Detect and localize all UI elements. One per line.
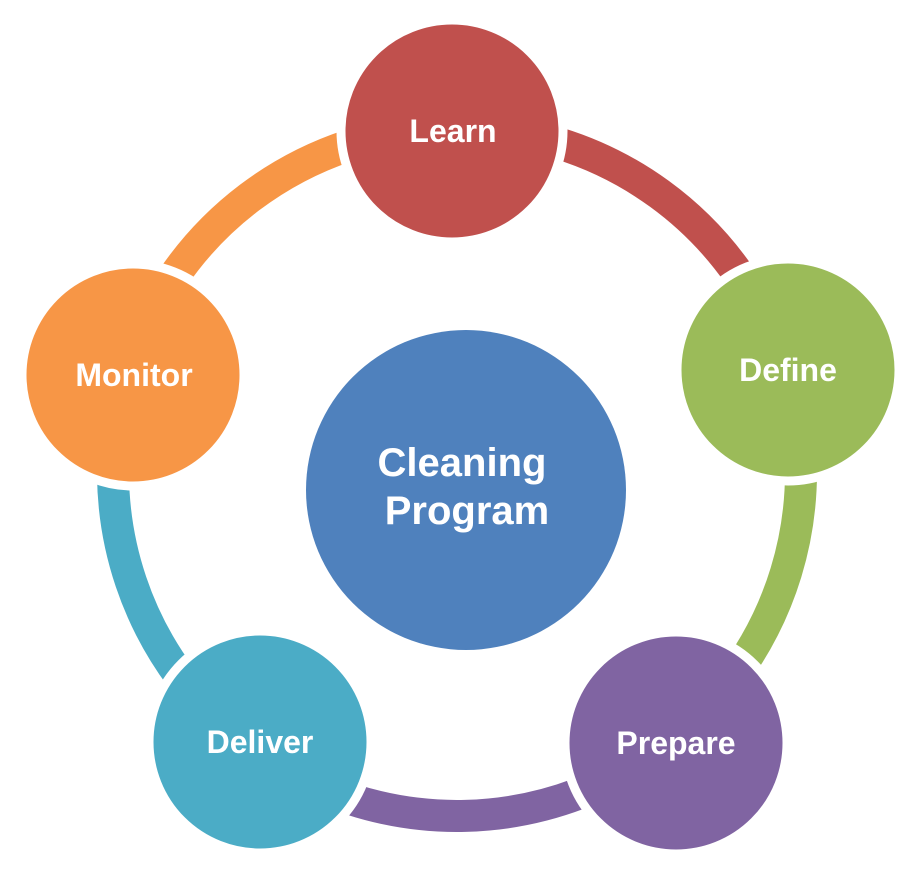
node-monitor-circle bbox=[17, 259, 249, 491]
node-deliver: Deliver bbox=[144, 626, 376, 858]
node-monitor-label: Monitor bbox=[75, 357, 192, 393]
center-label-line2: Program bbox=[385, 489, 550, 533]
node-deliver-label: Deliver bbox=[207, 724, 314, 760]
node-prepare-circle bbox=[560, 627, 792, 859]
center-label-line1: Cleaning bbox=[378, 441, 547, 485]
node-deliver-circle bbox=[144, 626, 376, 858]
center-node: Cleaning Program bbox=[306, 330, 626, 650]
node-define-circle bbox=[672, 254, 904, 486]
node-learn-circle bbox=[336, 15, 568, 247]
node-define: Define bbox=[672, 254, 904, 486]
node-prepare: Prepare bbox=[560, 627, 792, 859]
node-prepare-label: Prepare bbox=[616, 725, 735, 761]
node-learn-label: Learn bbox=[409, 113, 496, 149]
node-monitor: Monitor bbox=[17, 259, 249, 491]
node-define-label: Define bbox=[739, 352, 837, 388]
node-learn: Learn bbox=[336, 15, 568, 247]
center-circle bbox=[306, 330, 626, 650]
